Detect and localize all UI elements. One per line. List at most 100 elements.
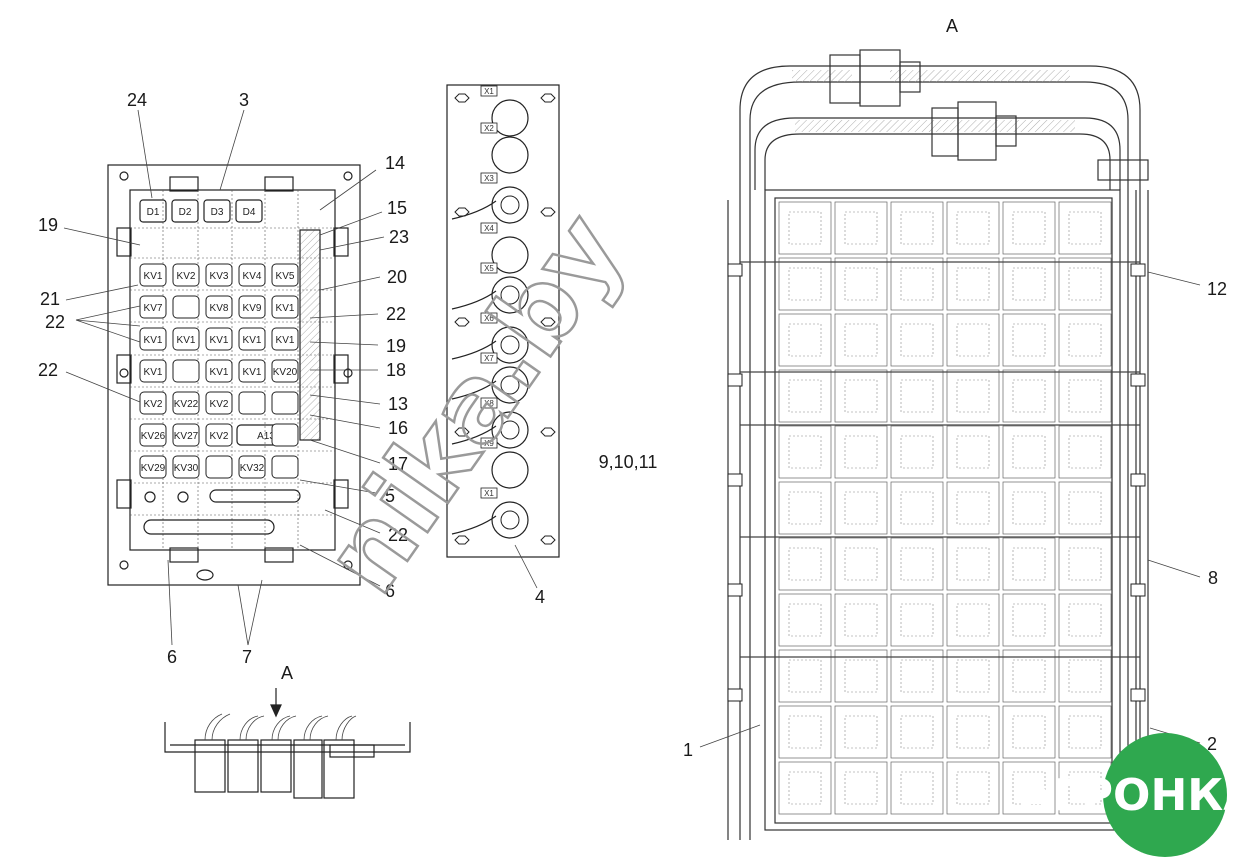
harness-cell-inner [788,771,822,805]
relay-socket [238,455,266,479]
connector-socket [491,99,529,137]
relay-label: KV2 [177,271,196,282]
relay-label: KV1 [210,335,229,346]
harness-cell-inner [1012,379,1046,413]
harness-cell-inner [1012,603,1046,637]
relay-label: KV1 [243,335,262,346]
relay-label: KV3 [210,271,229,282]
connector-socket [491,136,529,174]
callout-16: 16 [388,418,408,438]
harness-cell-inner [844,715,878,749]
cable-clamp [1130,263,1146,277]
relay-socket [139,455,167,479]
callout-8: 8 [1208,568,1218,588]
relay-label: KV1 [177,335,196,346]
harness-cell [946,705,1000,759]
harness-cell-inner [1068,547,1102,581]
harness-cell [778,705,832,759]
harness-cell-inner [844,771,878,805]
relay-socket [271,391,299,415]
harness-cell-inner [956,547,990,581]
harness-cell-inner [900,323,934,357]
harness-cell-inner [1068,715,1102,749]
relay-label: KV2 [210,431,229,442]
relay-socket [172,359,200,383]
harness-cell [946,369,1000,423]
harness-cell-inner [1068,379,1102,413]
harness-cell-inner [956,379,990,413]
harness-cell [946,593,1000,647]
harness-cell [778,649,832,703]
fuse-d2: D2 [179,207,192,218]
relay-label: KV9 [243,303,262,314]
harness-cell-inner [956,211,990,245]
harness-cell-inner [788,435,822,469]
cable-clamp [727,473,743,487]
harness-cell-inner [956,267,990,301]
relay-socket [271,455,299,479]
cable-clamp [1130,583,1146,597]
logo-text: АГРОНКА [1019,770,1247,821]
harness-view [727,49,1149,840]
harness-cell-inner [900,435,934,469]
callout-5: 5 [385,486,395,506]
harness-cell-inner [788,491,822,525]
connector-socket [491,326,529,364]
relay-label: KV1 [144,367,163,378]
relay-socket [172,295,200,319]
harness-cell-inner [956,435,990,469]
harness-cell-inner [1012,547,1046,581]
harness-cell-inner [956,491,990,525]
relay-socket [139,263,167,287]
harness-cell-inner [844,659,878,693]
harness-cell [890,257,944,311]
harness-cell [946,481,1000,535]
harness-cell-inner [1068,267,1102,301]
view-label-a-top: А [946,16,958,36]
harness-cell [946,649,1000,703]
callout-13: 13 [388,394,408,414]
harness-cell [946,257,1000,311]
cable-entry [451,200,497,220]
connector-tag [480,397,498,409]
harness-cell-inner [844,323,878,357]
harness-cell-inner [788,715,822,749]
harness-cell [834,313,888,367]
connector-tag [480,312,498,324]
relay-label: KV1 [144,271,163,282]
connector-inner [500,420,520,440]
harness-cell [890,369,944,423]
connector-socket [491,366,529,404]
cable-entry [451,380,497,400]
harness-cell [834,481,888,535]
relay-socket [205,295,233,319]
cable-entry [451,515,497,535]
harness-cell [834,369,888,423]
view-a-section [164,688,411,799]
fuse-d4: D4 [243,207,256,218]
connector-inner [500,510,520,530]
connector-socket [491,411,529,449]
harness-cell [778,313,832,367]
harness-cell [834,705,888,759]
relay-label: KV27 [174,431,199,442]
harness-cell-inner [900,603,934,637]
relay-socket [238,327,266,351]
harness-cell [778,593,832,647]
logo-circle [1103,733,1227,857]
harness-cell-inner [1012,715,1046,749]
connector-socket [491,501,529,539]
callout-22: 22 [386,304,406,324]
harness-cell-inner [1068,771,1102,805]
harness-cell [1058,481,1112,535]
relay-label: KV4 [243,271,262,282]
harness-cell [890,537,944,591]
harness-cell-inner [844,547,878,581]
callout-9-10-11: 9,10,11 [599,452,658,472]
relay-socket [271,295,299,319]
callout-4: 4 [535,587,545,607]
harness-cell [1002,369,1056,423]
harness-cell-inner [844,379,878,413]
harness-cell [946,313,1000,367]
cable-clamp [727,263,743,277]
